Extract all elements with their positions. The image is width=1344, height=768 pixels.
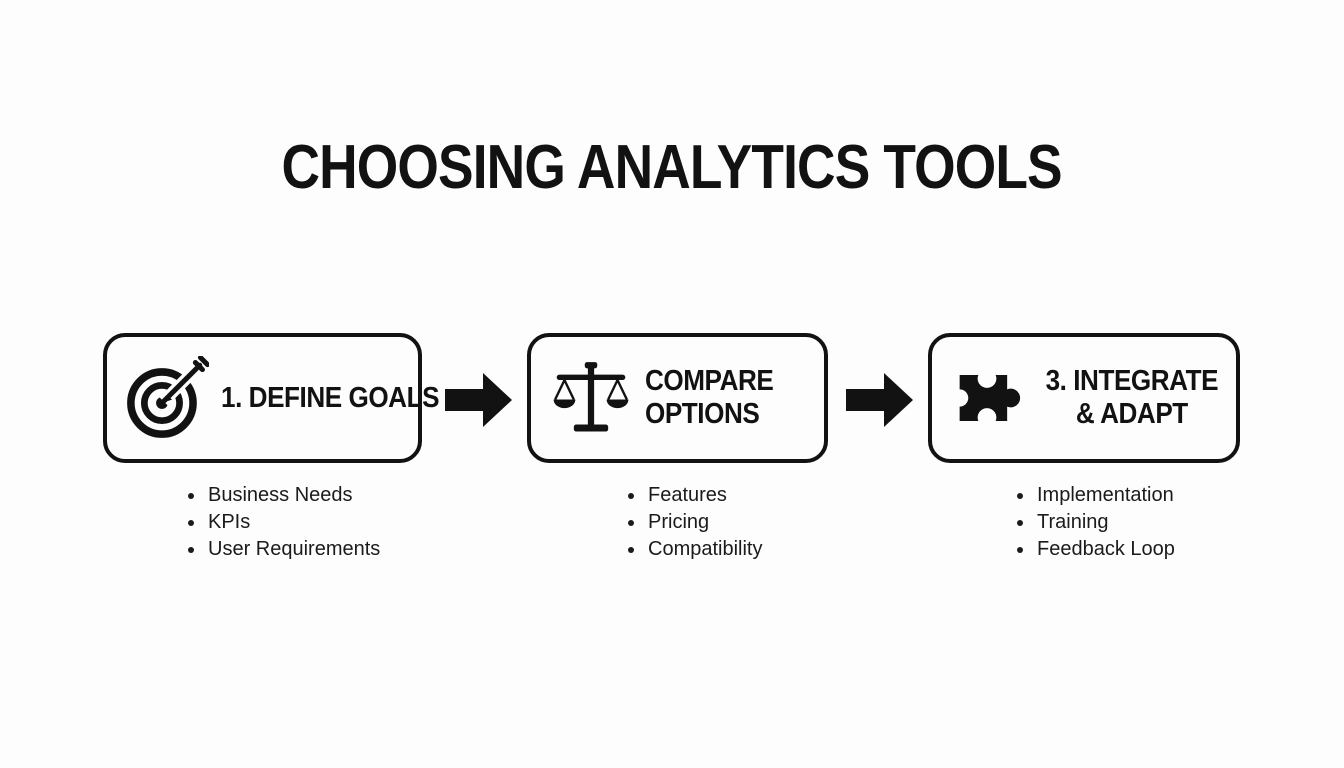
list-item: KPIs	[206, 509, 380, 536]
step-list-integrate-adapt: Implementation Training Feedback Loop	[1017, 482, 1175, 563]
page-title: CHOOSING ANALYTICS TOOLS	[0, 132, 1344, 203]
list-item: Implementation	[1035, 482, 1175, 509]
list-item: Pricing	[646, 509, 762, 536]
list-item: Training	[1035, 509, 1175, 536]
step-label-integrate-adapt: 3. INTEGRATE & ADAPT	[1045, 365, 1219, 431]
step-label-define-goals: 1. DEFINE GOALS	[221, 382, 439, 415]
step-box-integrate-adapt: 3. INTEGRATE & ADAPT	[928, 333, 1240, 463]
step-label-line1: 1. DEFINE GOALS	[221, 381, 440, 414]
list-item: Feedback Loop	[1035, 536, 1175, 563]
arrow-right-icon	[445, 372, 513, 428]
step-label-line1: 3. INTEGRATE	[1045, 365, 1219, 397]
step-label-compare-options: COMPARE OPTIONS	[645, 365, 774, 431]
arrow-right-icon	[846, 372, 914, 428]
step-list-define-goals: Business Needs KPIs User Requirements	[188, 482, 380, 563]
balance-scale-icon	[549, 359, 633, 437]
list-item: Compatibility	[646, 536, 762, 563]
target-arrow-icon	[125, 356, 209, 440]
step-label-line1: COMPARE	[645, 365, 774, 397]
step-box-define-goals: 1. DEFINE GOALS	[103, 333, 439, 463]
step-label-line2: OPTIONS	[645, 398, 760, 430]
list-item: User Requirements	[206, 536, 380, 563]
list-item: Features	[646, 482, 762, 509]
step-box-compare-options: COMPARE OPTIONS	[527, 333, 828, 463]
step-label-line2: & ADAPT	[1075, 398, 1188, 430]
step-list-compare-options: Features Pricing Compatibility	[628, 482, 762, 563]
page-title-text: CHOOSING ANALYTICS TOOLS	[281, 133, 1063, 202]
puzzle-piece-icon	[950, 362, 1024, 434]
list-item: Business Needs	[206, 482, 380, 509]
